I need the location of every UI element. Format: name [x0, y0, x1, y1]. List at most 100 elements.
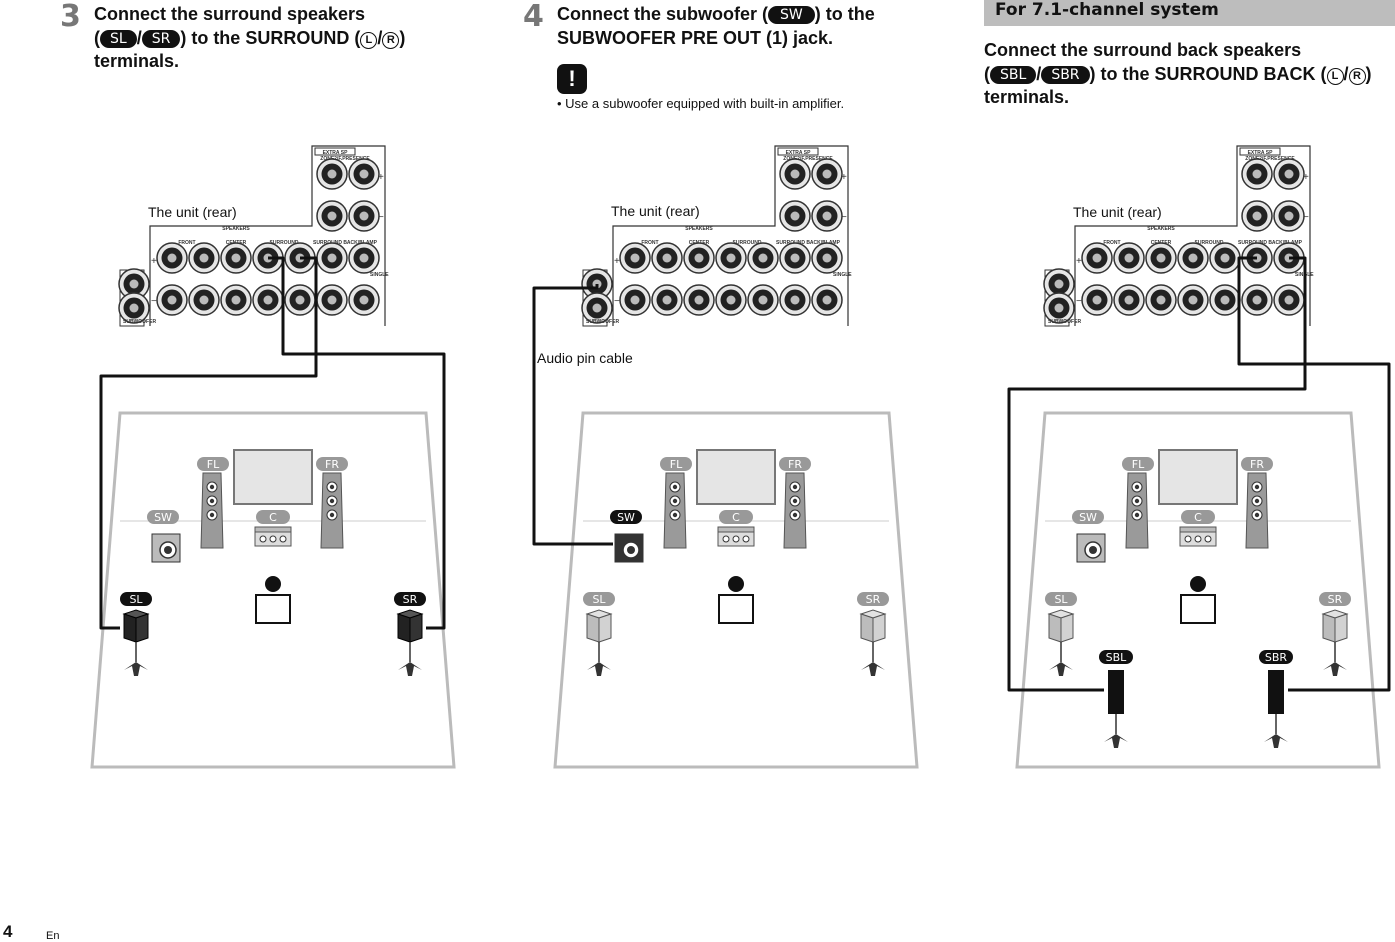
speaker-terminal-top-0-pin	[1092, 253, 1102, 263]
step4-before: Connect the subwoofer (	[557, 4, 768, 24]
tv-screen	[233, 449, 313, 505]
fr-speaker-driver-center-1	[329, 498, 335, 504]
speaker-terminal-bottom-5-pin	[1252, 295, 1262, 305]
sw-badge-bg	[610, 510, 642, 524]
page-number: 4	[3, 922, 13, 941]
fr-speaker-driver-center-0	[1254, 484, 1260, 490]
listener-seat	[1180, 594, 1216, 624]
sl-badge-bg	[1045, 592, 1077, 606]
speaker-terminal-top-3-pin	[1188, 253, 1198, 263]
center-driver-1	[732, 535, 740, 543]
speaker-terminal-bottom-0-pin	[167, 295, 177, 305]
sr-badge-bg	[857, 592, 889, 606]
minus-mark: −	[378, 212, 384, 223]
sr-stand-base	[861, 662, 885, 676]
sbl-stand-base	[1104, 734, 1128, 748]
slash: /	[1036, 63, 1042, 84]
center-driver-2	[742, 535, 750, 543]
paren-open: (	[984, 63, 990, 84]
plus-mark: +	[378, 172, 384, 183]
plus-mark: +	[841, 172, 847, 183]
sr-speaker-left	[397, 613, 411, 643]
minus-mark: −	[151, 296, 157, 307]
step3-after: ) to the SURROUND (	[180, 27, 361, 48]
extra-sp-box	[1239, 147, 1281, 156]
plus-mark: +	[1076, 256, 1082, 267]
speakers-label: SPEAKERS	[1147, 226, 1175, 232]
minus-mark: −	[1303, 212, 1309, 223]
fl-speaker-driver-center-1	[672, 498, 678, 504]
speaker-terminal-top-2-pin	[231, 253, 241, 263]
fl-speaker-driver-center-2	[209, 512, 215, 518]
sl-badge-label: SL	[1054, 593, 1068, 606]
sl-badge-bg	[120, 592, 152, 606]
fr-speaker-driver-center-1	[1254, 498, 1260, 504]
surround-back-label: SURROUND BACK/BI-AMP	[776, 240, 841, 246]
surround-right-cable	[268, 256, 446, 630]
rear-panel-outline	[1074, 145, 1311, 326]
right-channel-icon: R	[1348, 67, 1366, 85]
room-outline	[553, 411, 919, 769]
sr-badge-label: SR	[1328, 593, 1343, 606]
fl-speaker-driver-center-1	[1134, 498, 1140, 504]
subwoofer-label: SUBWOOFER	[586, 319, 619, 325]
paren-close: )	[399, 27, 406, 48]
center-driver-0	[259, 535, 267, 543]
subwoofer-driver-center	[1089, 546, 1097, 554]
surround-back-right-cable	[1237, 256, 1391, 692]
surround-back-label: SURROUND BACK/BI-AMP	[1238, 240, 1303, 246]
surround-label: SURROUND	[733, 240, 762, 246]
unit-rear-label-3: The unit (rear)	[1073, 204, 1162, 220]
sl-badge-bg	[583, 592, 615, 606]
single-label: SINGLE	[370, 272, 389, 278]
speaker-terminal-bottom-3-pin	[726, 295, 736, 305]
extra-sp-box	[314, 147, 356, 156]
subwoofer-jack-2-pin	[592, 303, 602, 313]
caution-note: • Use a subwoofer equipped with built-in…	[557, 96, 845, 111]
speaker-terminal-top-0-pin	[167, 253, 177, 263]
room-outline	[90, 411, 456, 769]
surround-label: SURROUND	[1195, 240, 1224, 246]
zone-terminal-top-0-pin	[327, 169, 337, 179]
speaker-terminal-top-6-pin	[359, 253, 369, 263]
listener-head	[265, 576, 281, 592]
step-number-4: 4	[523, 0, 544, 34]
plus-mark: +	[1303, 172, 1309, 183]
zone-presence-label: ZONE2/F.PRESENCE	[1245, 156, 1295, 162]
extra-sp-label: EXTRA SP	[323, 150, 348, 156]
speaker-terminal-bottom-0-pin	[1092, 295, 1102, 305]
zone-terminal-top-0-pin	[790, 169, 800, 179]
right-channel-icon: R	[382, 31, 400, 49]
speaker-terminal-bottom-1-pin	[662, 295, 672, 305]
subwoofer-jack-2-pin	[129, 303, 139, 313]
sl-badge-label: SL	[129, 593, 143, 606]
sr-speaker-left	[1322, 613, 1336, 643]
speaker-terminal-bottom-2-pin	[231, 295, 241, 305]
center-driver-0	[722, 535, 730, 543]
fl-speaker-driver-center-0	[209, 484, 215, 490]
surround-label: SURROUND	[270, 240, 299, 246]
center-driver-1	[1194, 535, 1202, 543]
section71-line1: Connect the surround back speakers	[984, 40, 1302, 60]
speaker-terminal-top-1-pin	[199, 253, 209, 263]
speaker-terminal-top-4-pin	[1220, 253, 1230, 263]
speaker-terminal-bottom-6-pin	[822, 295, 832, 305]
extra-sp-label: EXTRA SP	[1248, 150, 1273, 156]
c-badge-label: C	[732, 511, 740, 524]
fr-speaker-driver-center-0	[792, 484, 798, 490]
sbl-speaker	[1108, 670, 1124, 714]
front-label: FRONT	[1103, 240, 1120, 246]
speaker-terminal-bottom-4-pin	[295, 295, 305, 305]
fl-badge-bg	[660, 457, 692, 471]
surround-back-label: SURROUND BACK/BI-AMP	[313, 240, 378, 246]
fr-badge-bg	[1241, 457, 1273, 471]
fr-speaker-driver-center-1	[792, 498, 798, 504]
speaker-terminal-bottom-2-pin	[1156, 295, 1166, 305]
sbl-badge-label: SBL	[1106, 651, 1128, 664]
c-badge-label: C	[269, 511, 277, 524]
speaker-terminal-top-2-pin	[1156, 253, 1166, 263]
c-badge-bg	[256, 510, 290, 524]
minus-mark: −	[614, 296, 620, 307]
zone-terminal-bottom-0-pin	[327, 211, 337, 221]
speaker-terminal-top-0-pin	[630, 253, 640, 263]
